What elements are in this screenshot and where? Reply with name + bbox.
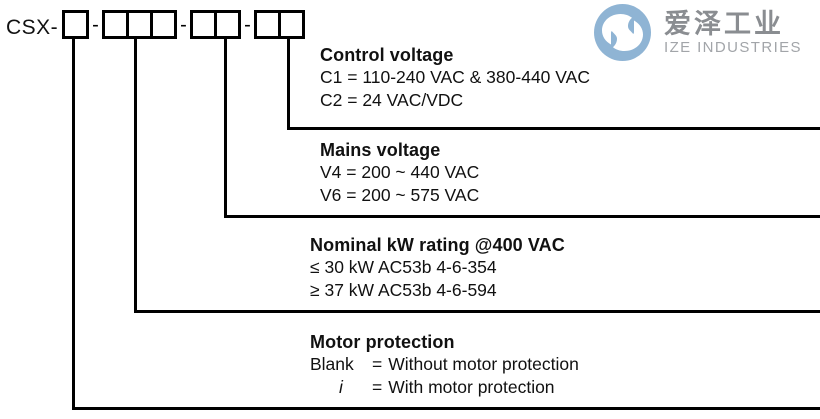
code-separator: -: [92, 13, 99, 36]
section-motor-protection: Motor protection Blank = Without motor p…: [310, 331, 579, 399]
motor-protection-key: Blank: [310, 354, 354, 374]
code-separator: -: [180, 13, 187, 36]
underline-motor-protection: [72, 407, 820, 410]
underline-control-voltage: [287, 127, 820, 130]
section-line: ≥ 37 kW AC53b 4-6-594: [310, 280, 497, 300]
motor-protection-row: Blank = Without motor protection: [310, 353, 579, 376]
logo-english-name: IZE INDUSTRIES: [664, 38, 802, 56]
section-title: Nominal kW rating @400 VAC: [310, 235, 565, 255]
code-box: [278, 10, 305, 39]
code-box: [190, 10, 217, 39]
ize-logo-mark-icon: [594, 4, 651, 61]
code-box: [126, 10, 153, 39]
product-code-boxes: - - -: [62, 10, 305, 39]
motor-protection-equals: =: [372, 377, 383, 397]
code-group-control-voltage: [254, 10, 305, 39]
section-line: C1 = 110-240 VAC & 380-440 VAC: [320, 67, 590, 87]
section-line: C2 = 24 VAC/VDC: [320, 90, 464, 110]
logo-chinese-name: 爱泽工业: [664, 8, 784, 39]
code-group-mains-voltage: [190, 10, 241, 39]
code-separator: -: [244, 13, 251, 36]
code-box: [62, 10, 89, 39]
code-box: [150, 10, 177, 39]
section-mains-voltage: Mains voltage V4 = 200 ~ 440 VAC V6 = 20…: [320, 139, 479, 207]
company-logo: 爱泽工业 IZE INDUSTRIES: [594, 4, 802, 61]
section-line: ≤ 30 kW AC53b 4-6-354: [310, 257, 497, 277]
code-group-nominal-kw-rating: [102, 10, 177, 39]
section-title: Control voltage: [320, 45, 454, 65]
logo-text: 爱泽工业 IZE INDUSTRIES: [664, 9, 802, 57]
code-box: [102, 10, 129, 39]
code-box: [214, 10, 241, 39]
leader-line-mains-voltage: [224, 36, 227, 218]
section-title: Mains voltage: [320, 140, 441, 160]
leader-line-control-voltage: [287, 36, 290, 130]
motor-protection-key: i: [339, 377, 343, 397]
motor-protection-value: With motor protection: [388, 377, 555, 397]
section-control-voltage: Control voltage C1 = 110-240 VAC & 380-4…: [320, 44, 590, 112]
motor-protection-value: Without motor protection: [388, 354, 579, 374]
underline-nominal-kw-rating: [134, 310, 820, 313]
motor-protection-equals: =: [372, 354, 383, 374]
section-title: Motor protection: [310, 332, 455, 352]
leader-line-motor-protection: [72, 36, 75, 410]
leader-line-nominal-kw-rating: [134, 36, 137, 313]
code-box: [254, 10, 281, 39]
underline-mains-voltage: [224, 215, 820, 218]
product-code-prefix: CSX-: [6, 16, 59, 39]
section-line: V4 = 200 ~ 440 VAC: [320, 162, 480, 182]
code-group-motor-protection: [62, 10, 89, 39]
section-nominal-kw-rating: Nominal kW rating @400 VAC ≤ 30 kW AC53b…: [310, 234, 565, 302]
section-line: V6 = 200 ~ 575 VAC: [320, 185, 480, 205]
motor-protection-row: i = With motor protection: [310, 376, 579, 399]
